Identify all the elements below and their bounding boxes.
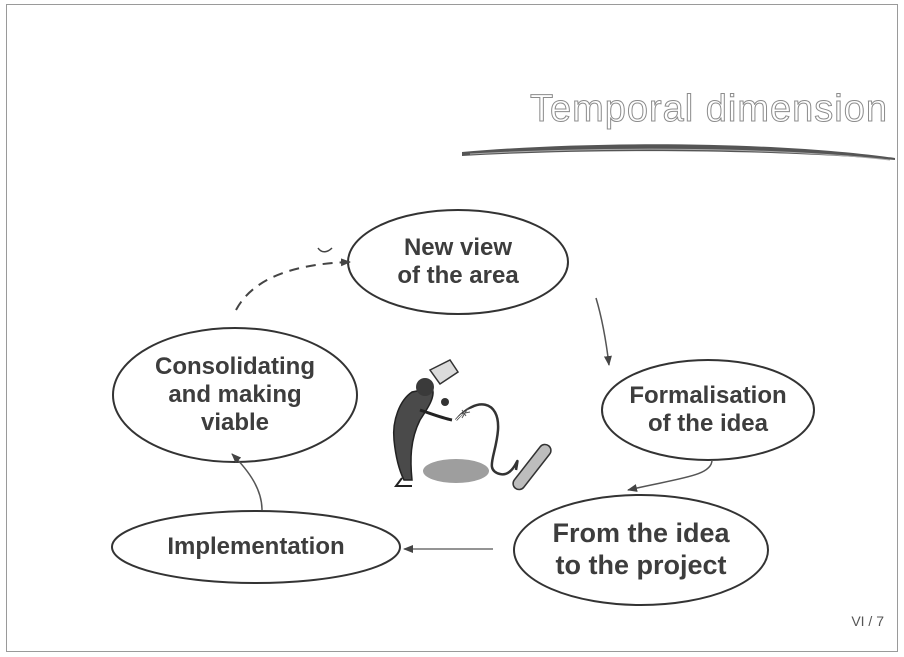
arrow-implementation-to-consolidating bbox=[231, 453, 263, 511]
dashed-arrow-tail-curl bbox=[317, 247, 333, 253]
person-vacuuming-icon bbox=[392, 359, 552, 491]
node-label-idea-to-project: From the idea to the project bbox=[552, 518, 730, 580]
page-number: VI / 7 bbox=[851, 613, 884, 629]
node-implementation bbox=[111, 510, 401, 584]
node-idea-to-project bbox=[513, 494, 769, 606]
arrow-new-view-to-formalisation bbox=[595, 297, 612, 366]
node-label-consolidating: Consolidating and making viable bbox=[155, 352, 315, 437]
arrow-formalisation-to-idea-to-project bbox=[627, 459, 713, 492]
arrow-consolidating-to-new-view-dashed bbox=[235, 258, 351, 311]
node-formalisation bbox=[601, 359, 815, 461]
node-label-formalisation: Formalisation of the idea bbox=[629, 381, 787, 437]
node-label-implementation: Implementation bbox=[167, 532, 345, 560]
slide-title: Temporal dimension bbox=[529, 88, 888, 131]
title-underline bbox=[462, 144, 895, 160]
title-underline-shadow bbox=[469, 148, 891, 161]
node-label-new-view: New view of the area bbox=[397, 233, 519, 289]
